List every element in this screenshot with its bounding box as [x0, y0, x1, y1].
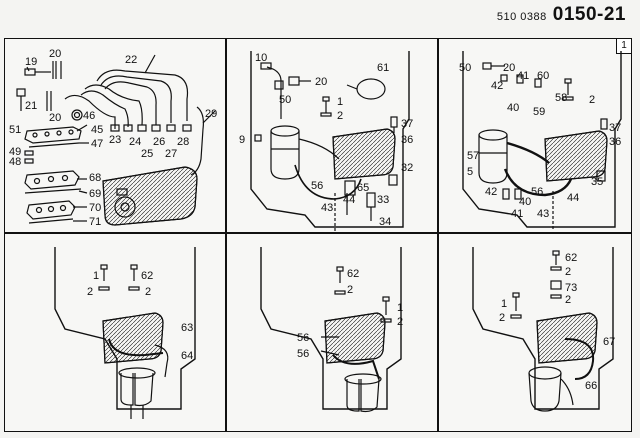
panel-divider-vertical — [437, 39, 439, 431]
panel-2-callouts: 10 20 50 61 1 2 9 37 36 32 65 56 44 43 3… — [239, 52, 413, 228]
callout-1: 1 — [397, 302, 403, 314]
callout-66: 66 — [585, 380, 597, 392]
document-header: 510 0388 0150-21 — [497, 4, 626, 26]
callout-58: 58 — [555, 92, 567, 104]
callout-44: 44 — [567, 192, 579, 204]
callout-20: 20 — [315, 76, 327, 88]
callout-10: 10 — [255, 52, 267, 64]
callout-68: 68 — [89, 172, 101, 184]
callout-27: 27 — [165, 148, 177, 160]
panel-1-callouts: 19 20 20 21 22 23 24 25 26 27 28 29 45 4… — [9, 48, 217, 228]
callout-9: 9 — [239, 134, 245, 146]
callout-24: 24 — [129, 136, 141, 148]
callout-32: 32 — [401, 162, 413, 174]
callout-35: 35 — [591, 176, 603, 188]
callout-2: 2 — [397, 316, 403, 328]
callout-33: 33 — [377, 194, 389, 206]
panel-2-filter-assembly — [250, 51, 410, 231]
callout-48: 48 — [9, 156, 21, 168]
panel-4-pump-filter — [54, 247, 196, 419]
panel-5-callouts: 62 2 1 2 56 56 — [297, 268, 403, 360]
callout-57: 57 — [467, 150, 479, 162]
callout-37: 37 — [401, 118, 413, 130]
callout-2: 2 — [565, 294, 571, 306]
callout-28: 28 — [177, 136, 189, 148]
callout-2: 2 — [589, 94, 595, 106]
callout-37: 37 — [609, 122, 621, 134]
doc-number: 510 0388 — [496, 11, 547, 23]
callout-50: 50 — [459, 62, 471, 74]
callout-20: 20 — [49, 112, 61, 124]
callout-62: 62 — [347, 268, 359, 280]
callout-2: 2 — [145, 286, 151, 298]
callout-1: 1 — [93, 270, 99, 282]
callout-63: 63 — [181, 322, 193, 334]
callout-42: 42 — [485, 186, 497, 198]
callout-29: 29 — [205, 108, 217, 120]
panel-5-pump-filter — [260, 247, 402, 413]
callout-2: 2 — [499, 312, 505, 324]
exploded-view-drawing: 19 20 20 21 22 23 24 25 26 27 28 29 45 4… — [9, 48, 622, 419]
panel-3-filter-assembly — [462, 51, 622, 229]
callout-61: 61 — [377, 62, 389, 74]
parts-diagram-sheet: 1 — [4, 38, 632, 432]
callout-20: 20 — [49, 48, 61, 60]
callout-21: 21 — [25, 100, 37, 112]
callout-36: 36 — [401, 134, 413, 146]
callout-47: 47 — [91, 138, 103, 150]
callout-44: 44 — [343, 194, 355, 206]
callout-43: 43 — [321, 202, 333, 214]
callout-2: 2 — [87, 286, 93, 298]
callout-43: 43 — [537, 208, 549, 220]
callout-22: 22 — [125, 54, 137, 66]
callout-1: 1 — [501, 298, 507, 310]
panel-6-pump-filter — [472, 247, 614, 412]
callout-70: 70 — [89, 202, 101, 214]
callout-73: 73 — [565, 282, 577, 294]
callout-26: 26 — [153, 136, 165, 148]
callout-1: 1 — [337, 96, 343, 108]
callout-41: 41 — [517, 70, 529, 82]
callout-19: 19 — [25, 56, 37, 68]
callout-62: 62 — [565, 252, 577, 264]
panel-4-callouts: 1 62 2 2 63 64 — [87, 270, 193, 362]
callout-25: 25 — [141, 148, 153, 160]
panel-6-callouts: 62 2 73 1 2 2 67 66 — [499, 252, 615, 392]
callout-60: 60 — [537, 70, 549, 82]
panel-1-injection-lines — [16, 54, 216, 226]
callout-71: 71 — [89, 216, 101, 228]
callout-40: 40 — [519, 196, 531, 208]
sheet-code: 0150-21 — [552, 4, 626, 25]
callout-51: 51 — [9, 124, 21, 136]
callout-34: 34 — [379, 216, 391, 228]
callout-40: 40 — [507, 102, 519, 114]
callout-5: 5 — [467, 166, 473, 178]
callout-50: 50 — [279, 94, 291, 106]
callout-59: 59 — [533, 106, 545, 118]
callout-41: 41 — [511, 208, 523, 220]
callout-2: 2 — [347, 284, 353, 296]
callout-36: 36 — [609, 136, 621, 148]
panel-divider-vertical — [225, 39, 227, 431]
callout-56: 56 — [311, 180, 323, 192]
callout-23: 23 — [109, 134, 121, 146]
callout-56: 56 — [297, 332, 309, 344]
callout-56: 56 — [531, 186, 543, 198]
panel-3-callouts: 50 20 41 60 42 40 58 2 59 37 36 57 5 42 … — [459, 62, 621, 220]
callout-64: 64 — [181, 350, 193, 362]
callout-46: 46 — [83, 110, 95, 122]
panel-divider-horizontal — [5, 232, 631, 234]
page-marker: 1 — [616, 39, 631, 54]
callout-20: 20 — [503, 62, 515, 74]
callout-56: 56 — [297, 348, 309, 360]
callout-49: 49 — [9, 146, 21, 158]
callout-67: 67 — [603, 336, 615, 348]
callout-62: 62 — [141, 270, 153, 282]
callout-45: 45 — [91, 124, 103, 136]
callout-65: 65 — [357, 182, 369, 194]
callout-2: 2 — [337, 110, 343, 122]
callout-2: 2 — [565, 266, 571, 278]
callout-69: 69 — [89, 188, 101, 200]
callout-42: 42 — [491, 80, 503, 92]
